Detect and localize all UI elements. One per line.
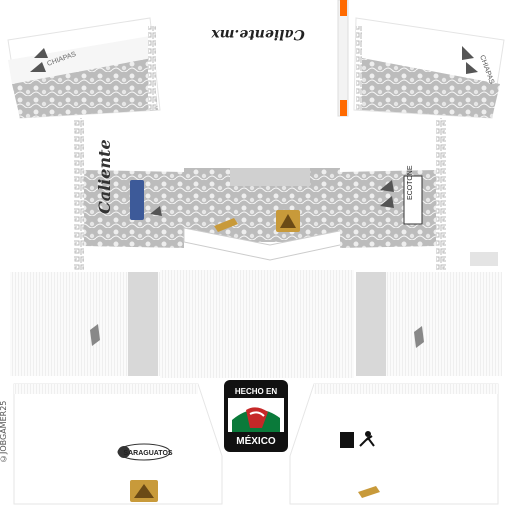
shorts-sponsor-text: SARAGUATOS	[123, 450, 172, 457]
number-patch	[470, 252, 498, 266]
shirt-back-right: ECOTONE	[340, 118, 498, 270]
shorts-runner-logo	[340, 431, 375, 448]
svg-text:ECOTONE: ECOTONE	[407, 165, 414, 200]
watermark-text: ©JOBGAMER25	[0, 400, 8, 464]
shirt-back-left: Caliente	[74, 118, 184, 270]
collar-area: Caliente.mx	[182, 0, 349, 117]
hecho-en-mexico-badge: HECHO EN MÉXICO	[224, 380, 288, 452]
front-sponsor-text: Caliente.mx	[211, 26, 305, 42]
back-sleeve-logo-text: Caliente	[95, 139, 114, 214]
club-crest	[276, 210, 300, 232]
sleeve-brand-mark-left	[90, 324, 100, 346]
shorts-right	[289, 383, 499, 505]
badge-top-text: HECHO EN	[235, 387, 277, 396]
shorts-brand-mark	[358, 486, 380, 498]
right-sleeve-bottom	[356, 272, 502, 376]
badge-bottom-text: MÉXICO	[236, 434, 276, 447]
sleeve-brand-mark-right	[414, 326, 424, 348]
shorts-left: SARAGUATOS	[13, 383, 223, 505]
shirt-front	[160, 168, 355, 378]
shorts-crest	[130, 480, 158, 502]
collar-tag-bottom	[340, 100, 347, 116]
brand-logo-chest	[214, 218, 238, 232]
shorts-sponsor-left: SARAGUATOS	[117, 443, 173, 461]
right-sleeve-top: CHIAPAS	[353, 17, 505, 119]
left-sleeve-bottom	[10, 272, 160, 376]
collar-tag-top	[340, 0, 347, 16]
left-sleeve-top: CHIAPAS	[7, 17, 161, 119]
